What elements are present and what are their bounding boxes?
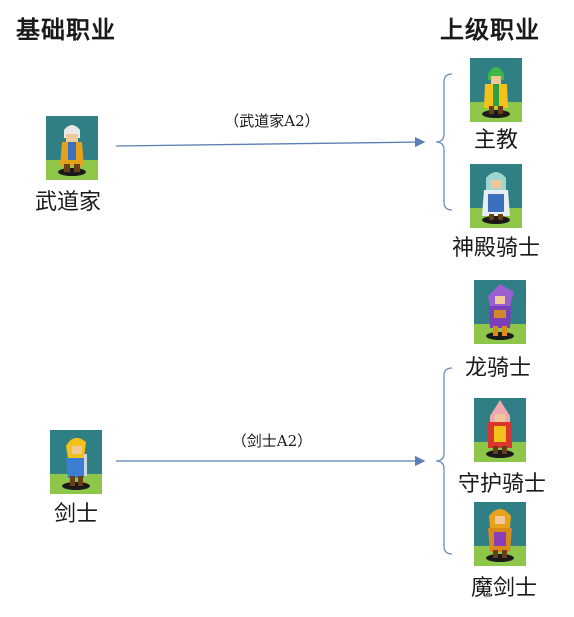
- temple-knight-sprite-icon: [470, 164, 522, 228]
- monk-sprite-icon: [46, 116, 98, 180]
- dragon-knight-sprite-icon: [474, 280, 526, 344]
- monk-class-label: 武道家: [34, 190, 102, 215]
- bishop-sprite-icon: [470, 58, 522, 122]
- magic-swordsman-sprite-icon: [474, 502, 526, 566]
- temple-knight-class-label: 神殿骑士: [451, 236, 541, 261]
- monk-transition-condition: （武道家A2）: [224, 112, 320, 130]
- bishop-class-label: 主教: [473, 128, 519, 153]
- bracket-monk: [435, 73, 453, 211]
- guardian-knight-sprite-icon: [474, 398, 526, 462]
- advanced-classes-heading: 上级职业: [440, 16, 540, 44]
- arrow-monk: [115, 136, 426, 148]
- base-classes-heading: 基础职业: [16, 16, 116, 44]
- swordsman-class-label: 剑士: [53, 502, 99, 527]
- guardian-knight-class-label: 守护骑士: [457, 472, 547, 497]
- dragon-knight-class-label: 龙骑士: [464, 356, 532, 381]
- bracket-swordsman: [435, 367, 453, 555]
- swordsman-sprite-icon: [50, 430, 102, 494]
- magic-swordsman-class-label: 魔剑士: [470, 576, 538, 601]
- swordsman-transition-condition: （剑士A2）: [231, 432, 313, 450]
